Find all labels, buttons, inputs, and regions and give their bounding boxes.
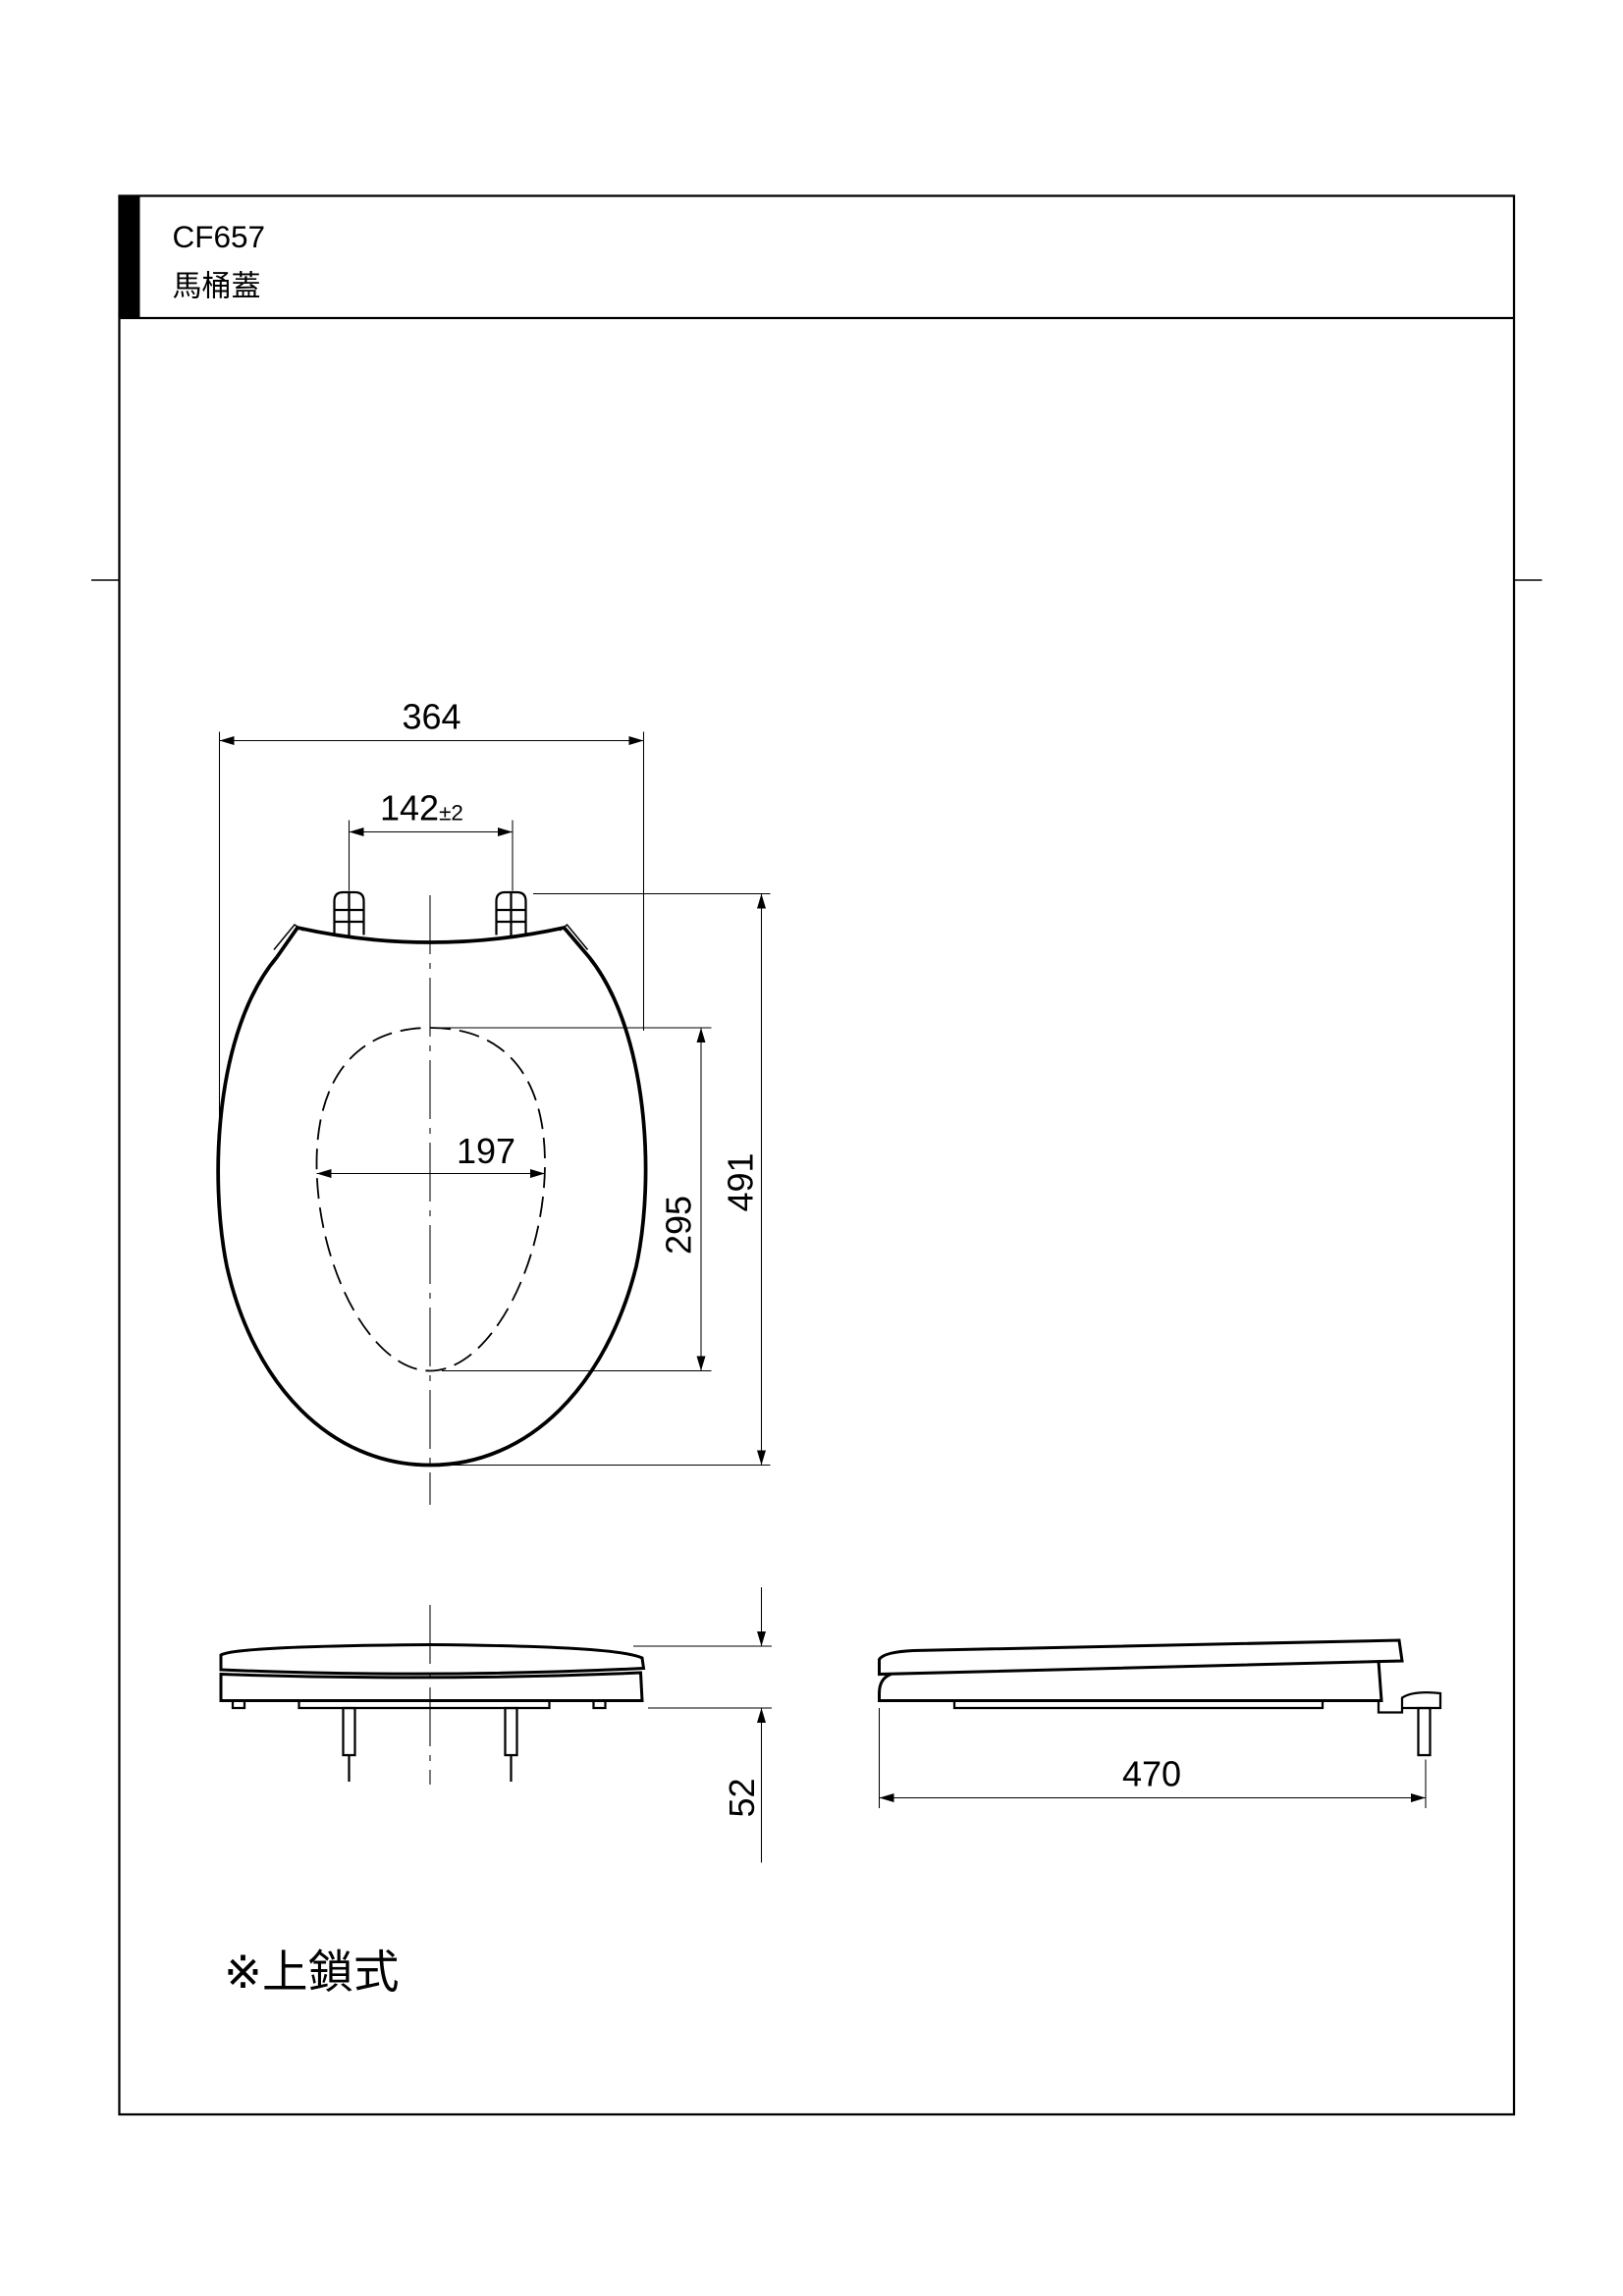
height-label: 52 (722, 1779, 762, 1818)
product-name: 馬桶蓋 (173, 271, 261, 303)
dimension-height: 52 (633, 1587, 772, 1863)
opening-length-label: 295 (659, 1196, 699, 1255)
base-side-profile (878, 1660, 1383, 1703)
overall-length-label: 491 (721, 1152, 761, 1211)
opening-width-label: 197 (457, 1131, 515, 1171)
lid-side-profile (878, 1638, 1404, 1677)
seat-outline (216, 925, 648, 1468)
model-number: CF657 (173, 219, 266, 254)
seat-opening-outline (315, 1027, 546, 1372)
dimension-opening-length: 295 (430, 1027, 712, 1372)
dimension-overall-width: 364 (218, 697, 645, 1135)
lid-edge-right (559, 923, 589, 951)
front-view: 52 (219, 1587, 772, 1863)
hinge-right (495, 890, 527, 937)
dimension-overall-length: 491 (430, 892, 771, 1467)
lid-profile (219, 1643, 646, 1676)
base-profile (219, 1671, 644, 1703)
header-accent-bar (119, 195, 140, 319)
top-view: 364 142±2 197 295 491 (216, 697, 771, 1506)
dimension-opening-width: 197 (316, 1131, 545, 1179)
dimension-hinge-spacing: 142±2 (348, 788, 514, 891)
side-view: 470 (878, 1638, 1442, 1809)
hinge-left (333, 890, 365, 937)
overall-width-label: 364 (402, 697, 460, 737)
hinge-side (1377, 1691, 1442, 1714)
hinge-spacing-label: 142±2 (380, 788, 463, 828)
mounting-bolt-side (1417, 1706, 1432, 1757)
lid-edge-left (273, 924, 304, 951)
locking-type-note: ※上鎖式 (224, 1947, 399, 1998)
dimension-side-length: 470 (878, 1708, 1427, 1809)
title-frame: CF657 馬桶蓋 (91, 194, 1542, 2116)
mounting-bolts (342, 1706, 518, 1783)
side-length-label: 470 (1122, 1754, 1181, 1794)
